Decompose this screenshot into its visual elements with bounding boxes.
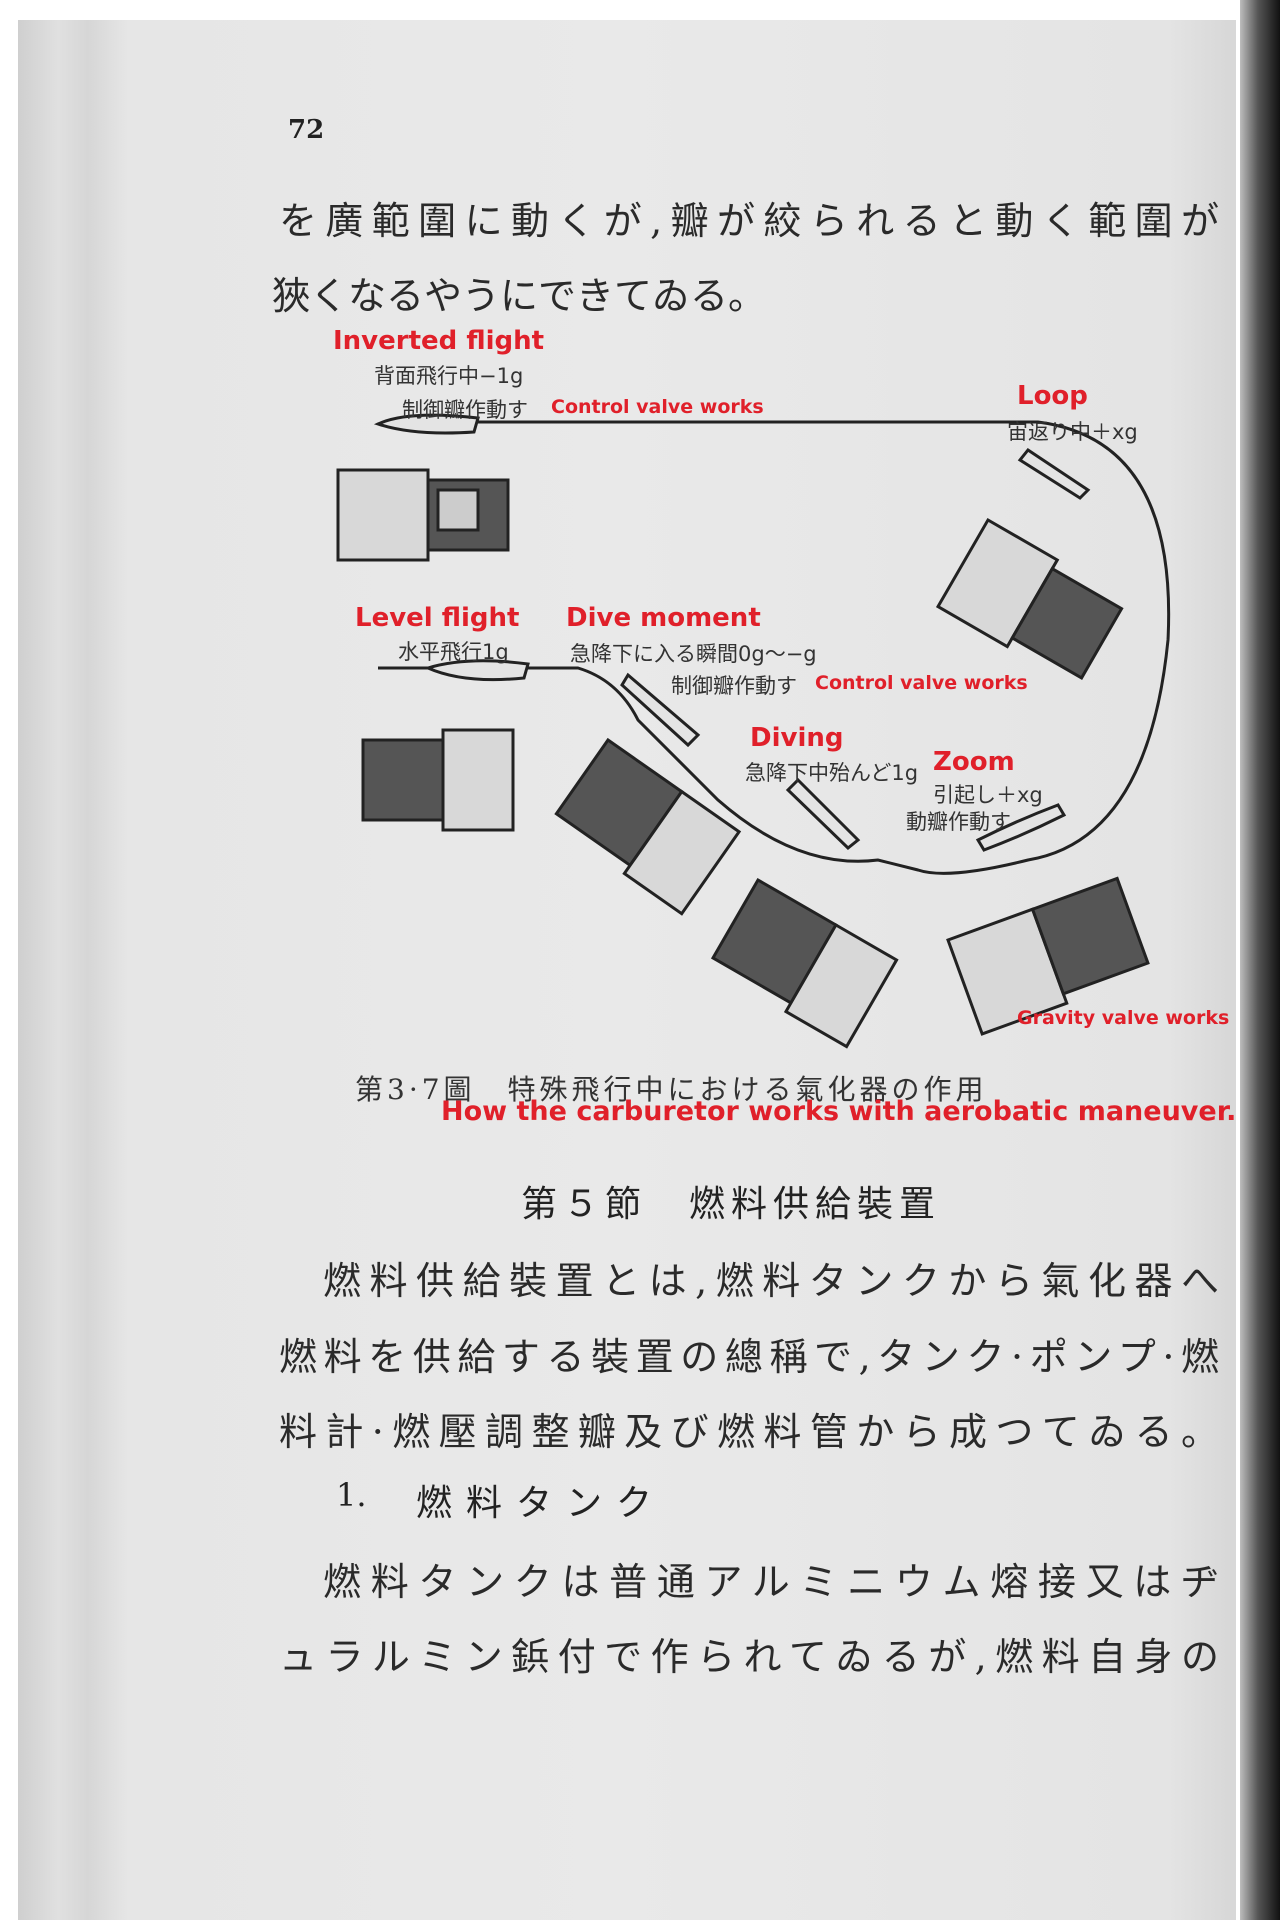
label-inverted-flight: Inverted flight xyxy=(333,326,545,356)
figure-caption-en: How the carburetor works with aerobatic … xyxy=(441,1096,1237,1127)
airplane-icon xyxy=(975,803,1067,852)
book-page: 72 を廣範圍に動くが,瓣が絞られると動く範圍が 狹くなるやうにできてゐる。 I… xyxy=(18,20,1236,1920)
airplane-icons xyxy=(373,413,1091,852)
flight-path xyxy=(378,420,1171,875)
carburetor-icon xyxy=(336,468,510,562)
page-number: 72 xyxy=(288,115,325,145)
body-line: 料計·燃壓調整瓣及び燃料管から成つてゐる。 xyxy=(279,1410,1219,1454)
carburetor-icon xyxy=(935,517,1124,680)
body-line: 狹くなるやうにできてゐる。 xyxy=(272,274,767,318)
airplane-icon xyxy=(785,777,861,850)
subsection-number: 1. xyxy=(336,1476,367,1514)
label-diving: Diving xyxy=(750,723,844,753)
label-dive-control-valve: Control valve works xyxy=(815,672,1028,694)
book-binding-edge xyxy=(1240,0,1280,1920)
label-level-flight: Level flight xyxy=(355,603,520,633)
airplane-icon xyxy=(1017,447,1091,500)
label-dive-moment-jp: 急降下に入る瞬間0g〜−g xyxy=(570,642,817,666)
carburetor-icon xyxy=(946,876,1150,1036)
body-line: 燃料タンクは普通アルミニウム熔接又はヂ xyxy=(323,1560,1219,1604)
carburetor-icons xyxy=(336,468,1150,1049)
airplane-icon xyxy=(423,659,530,682)
label-gravity-valve: Gravity valve works xyxy=(1017,1007,1230,1029)
carburetor-icon xyxy=(361,728,515,832)
label-dive-moment: Dive moment xyxy=(566,603,761,633)
label-inverted-jp: 背面飛行中−1g xyxy=(374,364,524,388)
airplane-icon xyxy=(373,413,480,435)
label-inverted-control-valve: Control valve works xyxy=(551,396,764,418)
label-loop-jp: 宙返り中＋xg xyxy=(1007,420,1138,444)
subsection-title: 燃料タンク xyxy=(416,1483,667,1524)
figure-caption-jp: 第3·7圖 特殊飛行中における氣化器の作用 xyxy=(355,1073,988,1106)
body-line: 燃料を供給する裝置の總稱で,タンク·ポンプ·燃 xyxy=(279,1335,1219,1379)
label-zoom-jp2: 動瓣作動す xyxy=(906,810,1011,834)
label-zoom: Zoom xyxy=(933,747,1015,777)
carburetor-diagram xyxy=(336,413,1171,1049)
label-loop: Loop xyxy=(1017,381,1088,411)
body-line: 燃料供給裝置とは,燃料タンクから氣化器へ xyxy=(323,1259,1219,1303)
label-level-jp: 水平飛行1g xyxy=(398,640,509,664)
label-dive-moment-jp2: 制御瓣作動す xyxy=(671,674,797,698)
body-line: ュラルミン鋲付で作られてゐるが,燃料自身の xyxy=(279,1635,1219,1679)
carburetor-icon xyxy=(554,737,742,916)
label-zoom-jp: 引起し＋xg xyxy=(933,783,1043,807)
carburetor-icon xyxy=(710,877,899,1049)
airplane-icon xyxy=(620,672,701,748)
section-title: 第５節 燃料供給裝置 xyxy=(521,1184,942,1225)
label-diving-jp: 急降下中殆んど1g xyxy=(745,761,919,785)
body-line: を廣範圍に動くが,瓣が絞られると動く範圍が xyxy=(279,199,1219,243)
label-inverted-jp2: 制御瓣作動す xyxy=(402,398,528,422)
